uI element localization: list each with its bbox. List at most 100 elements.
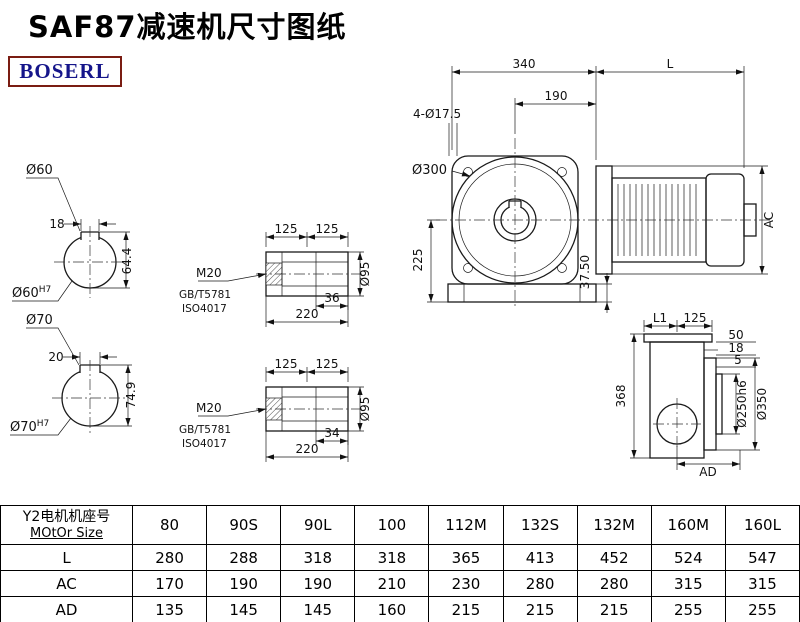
side-dim-AD: AD [699, 465, 716, 479]
value-cell: 280 [576, 570, 652, 597]
brand-logo: BOSERL [8, 56, 122, 87]
value-cell: 210 [354, 570, 430, 597]
front-holes-label: 4-Ø17.5 [413, 107, 461, 121]
value-cell: 547 [724, 544, 800, 571]
shaft-bottom-keyway-dim: 20 [48, 350, 63, 364]
value-cell: 255 [724, 596, 800, 622]
size-cell: 132M [576, 505, 652, 545]
header-en: MOtOr Size [30, 526, 103, 542]
technical-drawing: Ø60 18 64.4 Ø60H7 Ø70 20 74.9 [10, 57, 776, 479]
value-cell: 135 [131, 596, 208, 622]
value-cell: 230 [428, 570, 504, 597]
value-cell: 190 [280, 570, 356, 597]
front-dim-190: 190 [545, 89, 568, 103]
value-cell: 280 [502, 570, 578, 597]
value-cell: 524 [650, 544, 726, 571]
front-dim-225: 225 [411, 249, 425, 272]
detail-bottom-std1: GB/T5781 [179, 424, 231, 436]
detail-bottom-dim-34: 34 [324, 426, 339, 440]
front-dim-37-50: 37.50 [578, 255, 592, 289]
size-cell: 112M [428, 505, 504, 545]
detail-bottom-dim-125-left: 125 [275, 357, 298, 371]
shaft-detail-top-geometry [198, 232, 364, 327]
shaft-bottom-bore-label: Ø70H7 [10, 419, 49, 435]
value-cell: 315 [724, 570, 800, 597]
side-view: L1 125 50 18 5 368 Ø250h6 Ø350 AD [614, 311, 769, 479]
shaft-top-bore-label: Ø60H7 [12, 285, 51, 301]
front-dim-L: L [667, 57, 674, 71]
size-cell: 160M [650, 505, 726, 545]
row-label: AD [0, 596, 133, 622]
side-flange-dia-label: Ø350 [755, 388, 769, 420]
size-cell: 90L [280, 505, 356, 545]
hollow-shaft-detail-top: 125 125 M20 GB/T5781 ISO4017 36 220 Ø95 [179, 222, 372, 327]
detail-bottom-dia-95: Ø95 [358, 397, 372, 422]
shaft-bottom-height-dim: 74.9 [124, 382, 138, 409]
size-cell: 160L [724, 505, 800, 545]
value-cell: 145 [280, 596, 356, 622]
detail-top-dim-125-right: 125 [316, 222, 339, 236]
value-cell: 280 [131, 544, 208, 571]
value-cell: 160 [354, 596, 430, 622]
shaft-end-bottom-geometry [10, 327, 132, 436]
front-dim-AC: AC [762, 212, 776, 228]
shaft-end-view-bottom: Ø70 20 74.9 Ø70H7 [10, 313, 138, 436]
shaft-top-dia-label: Ø60 [26, 163, 53, 178]
value-cell: 255 [650, 596, 726, 622]
front-view: 340 L 190 4-Ø17.5 Ø300 225 37.50 AC [411, 57, 776, 313]
value-cell: 145 [206, 596, 282, 622]
value-cell: 413 [502, 544, 578, 571]
side-dim-L1: L1 [653, 311, 667, 325]
hollow-shaft-detail-bottom: 125 125 M20 GB/T5781 ISO4017 34 220 Ø95 [179, 357, 372, 462]
value-cell: 318 [354, 544, 430, 571]
value-cell: 288 [206, 544, 282, 571]
side-dim-125: 125 [684, 311, 707, 325]
side-dim-368: 368 [614, 385, 628, 408]
value-cell: 315 [650, 570, 726, 597]
table-row-AC: AC 170 190 190 210 230 280 280 315 315 [0, 570, 800, 597]
motor-dimension-table: Y2电机机座号 MOtOr Size 80 90S 90L 100 112M 1… [0, 505, 800, 622]
detail-top-dia-95: Ø95 [358, 262, 372, 287]
value-cell: 452 [576, 544, 652, 571]
size-cell: 90S [206, 505, 282, 545]
table-header-row: Y2电机机座号 MOtOr Size 80 90S 90L 100 112M 1… [0, 505, 800, 545]
side-dim-50: 50 [728, 328, 743, 342]
size-cell: 132S [502, 505, 578, 545]
shaft-bottom-dia-label: Ø70 [26, 313, 53, 328]
value-cell: 215 [576, 596, 652, 622]
table-row-AD: AD 135 145 145 160 215 215 215 255 255 [0, 596, 800, 622]
shaft-detail-bottom-geometry [198, 367, 364, 462]
page-title: SAF87减速机尺寸图纸 [28, 10, 347, 44]
shaft-top-height-dim: 64.4 [120, 248, 134, 275]
value-cell: 190 [206, 570, 282, 597]
side-dim-18: 18 [728, 341, 743, 355]
shaft-top-keyway-dim: 18 [49, 217, 64, 231]
detail-top-std1: GB/T5781 [179, 289, 231, 301]
front-dim-340: 340 [513, 57, 536, 71]
motor-size-header-cell: Y2电机机座号 MOtOr Size [0, 505, 133, 545]
detail-bottom-thread-label: M20 [196, 401, 222, 415]
value-cell: 170 [131, 570, 208, 597]
side-dim-5: 5 [734, 353, 742, 367]
detail-top-dim-125-left: 125 [275, 222, 298, 236]
detail-bottom-dim-125-right: 125 [316, 357, 339, 371]
side-spigot-dia-label: Ø250h6 [735, 380, 749, 428]
front-flange-dia-label: Ø300 [412, 163, 447, 178]
shaft-end-view-top: Ø60 18 64.4 Ø60H7 [12, 163, 134, 302]
value-cell: 365 [428, 544, 504, 571]
detail-top-thread-label: M20 [196, 266, 222, 280]
header-cn: Y2电机机座号 [22, 509, 111, 526]
side-view-geometry [630, 320, 760, 470]
row-label: AC [0, 570, 133, 597]
size-cell: 100 [354, 505, 430, 545]
value-cell: 318 [280, 544, 356, 571]
detail-top-std2: ISO4017 [182, 303, 227, 315]
detail-top-dim-36: 36 [324, 291, 339, 305]
detail-top-dim-220: 220 [296, 307, 319, 321]
row-label: L [0, 544, 133, 571]
shaft-end-top-geometry [12, 177, 130, 302]
detail-bottom-dim-220: 220 [296, 442, 319, 456]
value-cell: 215 [428, 596, 504, 622]
value-cell: 215 [502, 596, 578, 622]
